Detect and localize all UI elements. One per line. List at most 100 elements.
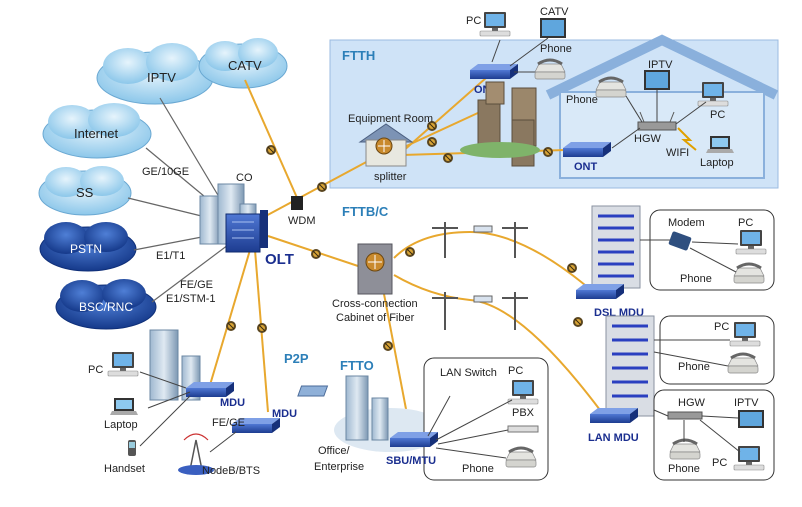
lan-mdu-label: LAN MDU [588, 432, 639, 444]
ftto-pc-label: PC [508, 365, 523, 377]
cross-connection-cabinet [357, 243, 393, 295]
link-fe-ge-label: FE/GE [180, 279, 213, 291]
home-links [611, 90, 707, 149]
lan-hgw-label: HGW [678, 397, 706, 409]
p2p-mdu2-label: MDU [272, 408, 297, 420]
p2p-title: P2P [284, 351, 309, 366]
link-e1-t1-label: E1/T1 [156, 250, 185, 262]
ftth-catv-icon [540, 18, 566, 38]
lan-iptv-icon [738, 410, 764, 428]
wifi-label: WIFI [666, 147, 689, 159]
splitter-label: splitter [374, 171, 407, 183]
home-pc-label: PC [710, 109, 725, 121]
p2p-mdu1-device [186, 382, 234, 397]
lan-iptv-label: IPTV [734, 397, 759, 409]
pole-splice-2 [473, 295, 493, 303]
cloud-internet-label: Internet [74, 126, 118, 141]
cloud-ss: SS [38, 166, 132, 216]
handset-icon [128, 440, 136, 456]
ont-label: ONT [574, 161, 598, 173]
home-phone-label: Phone [566, 94, 598, 106]
cabinet-label-line1: Cross-connection [332, 298, 418, 310]
lan-switch-icon [297, 385, 329, 397]
wdm-label: WDM [288, 215, 316, 227]
cloud-ss-label: SS [76, 185, 94, 200]
lan-pc2-icon [733, 445, 765, 471]
dsl-phone-label: Phone [680, 273, 712, 285]
fttb-title: FTTB/C [342, 204, 389, 219]
olt-label: OLT [265, 251, 294, 268]
wdm-device [291, 196, 303, 210]
p2p-pc-label: PC [88, 364, 103, 376]
p2p-fe-ge-label: FE/GE [212, 417, 245, 429]
lan-pc-icon [729, 321, 761, 347]
cloud-catv-label: CATV [228, 58, 262, 73]
home-house [545, 34, 779, 179]
office-label-line1: Office/ [318, 445, 351, 457]
lan-switch-label: LAN Switch [440, 367, 497, 379]
p2p-links [139, 371, 237, 453]
sbu-mtu-device [390, 432, 438, 447]
apartment-buildings [460, 81, 540, 167]
dsl-pc-label: PC [738, 217, 753, 229]
home-pc-icon [697, 81, 729, 107]
ftth-catv-label: CATV [540, 6, 569, 18]
co-label: CO [236, 172, 253, 184]
lan-pc2-label: PC [712, 457, 727, 469]
pbx-label: PBX [512, 407, 535, 419]
fiber-links [209, 69, 601, 431]
p2p-laptop-icon [110, 398, 138, 415]
p2p-nodeb-label: NodeB/BTS [202, 465, 260, 477]
ftto-title: FTTO [340, 358, 374, 373]
dsl-modem-label: Modem [668, 217, 705, 229]
ftth-pc-icon [479, 11, 511, 37]
pole-splice-1 [473, 225, 493, 233]
ftto-links [427, 395, 513, 459]
lan-links-2 [653, 409, 741, 453]
onu-links [491, 37, 549, 73]
ftth-pc-label: PC [466, 15, 481, 27]
dsl-pc-icon [735, 229, 767, 255]
lan-phone2-label: Phone [668, 463, 700, 475]
p2p-laptop-label: Laptop [104, 419, 138, 431]
home-iptv-label: IPTV [648, 59, 673, 71]
p2p-handset-label: Handset [104, 463, 145, 475]
wifi-icon [677, 127, 697, 151]
dsl-links [640, 239, 739, 273]
lan-mdu-building [605, 315, 655, 417]
p2p-pc-icon [107, 351, 139, 377]
utility-poles [432, 222, 528, 330]
ont-device [563, 142, 611, 157]
cloud-catv: CATV [198, 38, 288, 89]
dsl-mdu-device [576, 284, 624, 299]
office-buildings [345, 375, 389, 441]
lan-pc-label: PC [714, 321, 729, 333]
p2p-mdu1-label: MDU [220, 397, 245, 409]
pbx-icon [507, 425, 539, 433]
ftth-title: FTTH [342, 48, 375, 63]
equipment-room-label: Equipment Room [348, 113, 433, 125]
home-iptv-icon [644, 70, 670, 90]
cloud-pstn-label: PSTN [70, 242, 102, 256]
lan-phone-label: Phone [678, 361, 710, 373]
cloud-iptv-label: IPTV [147, 70, 176, 85]
ftto-phone-label: Phone [462, 463, 494, 475]
office-label-line2: Enterprise [314, 461, 364, 473]
ftth-phone-label: Phone [540, 43, 572, 55]
onu-device [470, 64, 518, 79]
hgw-label: HGW [634, 133, 662, 145]
cabinet-label-line2: Cabinet of Fiber [336, 312, 415, 324]
cloud-internet: Internet [42, 103, 152, 159]
cloud-pstn: PSTN [39, 222, 137, 272]
cloud-bsc-rnc: BSC/RNC [55, 279, 157, 330]
cloud-bsc-rnc-label: BSC/RNC [79, 300, 133, 314]
link-ge-10ge-label: GE/10GE [142, 166, 189, 178]
dsl-modem-icon [668, 231, 692, 251]
sbu-mtu-label: SBU/MTU [386, 455, 436, 467]
lan-links-1 [653, 339, 730, 367]
dsl-mdu-building [591, 205, 641, 289]
cloud-iptv: IPTV [96, 43, 214, 105]
ftto-pc-icon [507, 379, 539, 405]
